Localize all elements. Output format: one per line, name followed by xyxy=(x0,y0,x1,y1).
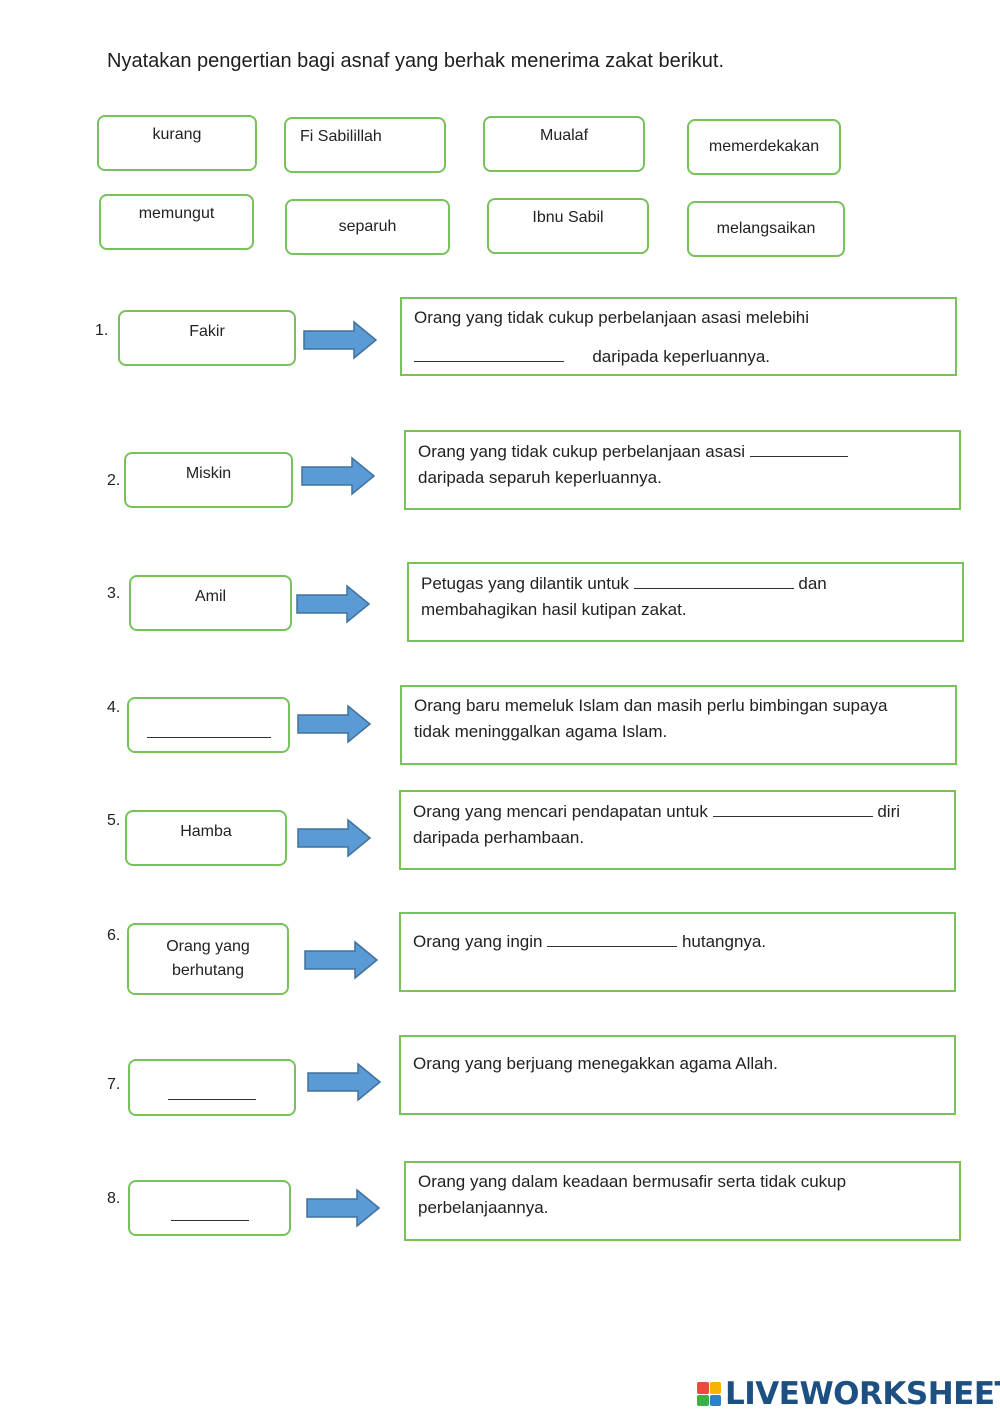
word-chip[interactable]: Mualaf xyxy=(483,116,645,172)
definition-box: Orang yang mencari pendapatan untuk diri… xyxy=(399,790,956,870)
arrow-right-icon xyxy=(297,818,372,858)
arrow-right-icon xyxy=(296,584,371,624)
item-number: 4. xyxy=(107,699,121,716)
item-number: 8. xyxy=(107,1190,121,1207)
item-number: 3. xyxy=(107,585,121,602)
definition-box: Orang yang berjuang menegakkan agama All… xyxy=(399,1035,956,1115)
definition-text: dan xyxy=(798,574,827,593)
arrow-right-icon xyxy=(297,704,372,744)
word-chip[interactable]: Fi Sabilillah xyxy=(284,117,446,173)
word-chip[interactable]: Ibnu Sabil xyxy=(487,198,649,254)
asnaf-answer-input[interactable] xyxy=(170,1201,249,1221)
asnaf-answer-box[interactable] xyxy=(128,1180,291,1236)
item-number: 1. xyxy=(95,322,109,339)
word-chip[interactable]: kurang xyxy=(97,115,257,171)
definition-box: Petugas yang dilantik untuk dan membahag… xyxy=(407,562,964,642)
arrow-right-icon xyxy=(304,940,379,980)
definition-text: Orang yang tidak cukup perbelanjaan asas… xyxy=(414,308,810,327)
definition-text: Petugas yang dilantik untuk xyxy=(421,574,629,593)
definition-text: Orang baru memeluk Islam dan masih perlu… xyxy=(414,696,888,715)
brand-name: LIVEWORKSHEETS xyxy=(725,1376,1000,1412)
asnaf-label: Amil xyxy=(194,588,227,605)
definition-text: daripada perhambaan. xyxy=(413,828,585,847)
asnaf-label-box: Hamba xyxy=(125,810,287,866)
arrow-right-icon xyxy=(307,1062,382,1102)
definition-text: diri xyxy=(877,802,901,821)
answer-blank[interactable] xyxy=(749,438,848,457)
definition-text: daripada separuh keperluannya. xyxy=(418,468,662,487)
asnaf-label: Fakir xyxy=(189,323,225,340)
definition-text: Orang yang ingin xyxy=(413,932,543,951)
definition-box: Orang yang tidak cukup perbelanjaan asas… xyxy=(404,430,961,510)
definition-text: Orang yang dalam keadaan bermusafir sert… xyxy=(418,1172,847,1191)
answer-blank[interactable] xyxy=(547,928,678,947)
item-number: 5. xyxy=(107,812,121,829)
asnaf-label-box: Miskin xyxy=(124,452,293,508)
asnaf-answer-box[interactable] xyxy=(127,697,290,753)
logo-mark-icon xyxy=(697,1382,721,1406)
asnaf-label-box: Amil xyxy=(129,575,292,631)
definition-text: Orang yang tidak cukup perbelanjaan asas… xyxy=(418,442,745,461)
arrow-right-icon xyxy=(301,456,376,496)
item-number: 2. xyxy=(107,472,121,489)
asnaf-answer-input[interactable] xyxy=(168,1081,256,1100)
definition-text: membahagikan hasil kutipan zakat. xyxy=(421,600,687,619)
answer-blank[interactable] xyxy=(633,570,794,589)
asnaf-label-box: Fakir xyxy=(118,310,296,366)
arrow-right-icon xyxy=(306,1188,381,1228)
definition-text: Orang yang mencari pendapatan untuk xyxy=(413,802,708,821)
asnaf-answer-box[interactable] xyxy=(128,1059,296,1116)
asnaf-label: Hamba xyxy=(180,823,232,840)
asnaf-label-box: Orang yang berhutang xyxy=(127,923,289,995)
arrow-right-icon xyxy=(303,320,378,360)
definition-box: Orang yang dalam keadaan bermusafir sert… xyxy=(404,1161,961,1241)
definition-box: Orang yang ingin hutangnya. xyxy=(399,912,956,992)
definition-text: Orang yang berjuang menegakkan agama All… xyxy=(413,1054,778,1073)
definition-text: daripada keperluannya. xyxy=(592,347,771,366)
answer-blank[interactable] xyxy=(414,343,564,362)
item-number: 7. xyxy=(107,1076,121,1093)
instruction-text: Nyatakan pengertian bagi asnaf yang berh… xyxy=(107,50,725,72)
asnaf-label: Orang yang berhutang xyxy=(166,938,250,979)
definition-text: perbelanjaannya. xyxy=(418,1198,549,1217)
word-chip[interactable]: memungut xyxy=(99,194,254,250)
definition-text: tidak meninggalkan agama Islam. xyxy=(414,722,668,741)
asnaf-answer-input[interactable] xyxy=(146,718,271,738)
word-chip[interactable]: separuh xyxy=(285,199,450,255)
word-chip[interactable]: memerdekakan xyxy=(687,119,841,175)
definition-box: Orang baru memeluk Islam dan masih perlu… xyxy=(400,685,957,765)
definition-box: Orang yang tidak cukup perbelanjaan asas… xyxy=(400,297,957,376)
asnaf-label: Miskin xyxy=(185,465,232,482)
item-number: 6. xyxy=(107,927,121,944)
liveworksheets-logo[interactable]: LIVEWORKSHEETS xyxy=(697,1376,1000,1412)
definition-text: hutangnya. xyxy=(681,932,767,951)
answer-blank[interactable] xyxy=(712,798,873,817)
word-chip[interactable]: melangsaikan xyxy=(687,201,845,257)
